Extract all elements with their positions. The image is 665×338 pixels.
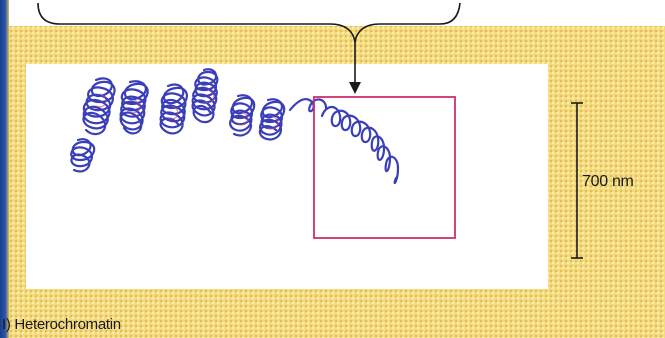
top-white-band (0, 0, 665, 26)
scale-bar-label: 700 nm (582, 173, 634, 191)
panel-caption: I) Heterochromatin (2, 316, 121, 333)
left-border (0, 0, 9, 338)
illustration-panel (26, 64, 548, 289)
